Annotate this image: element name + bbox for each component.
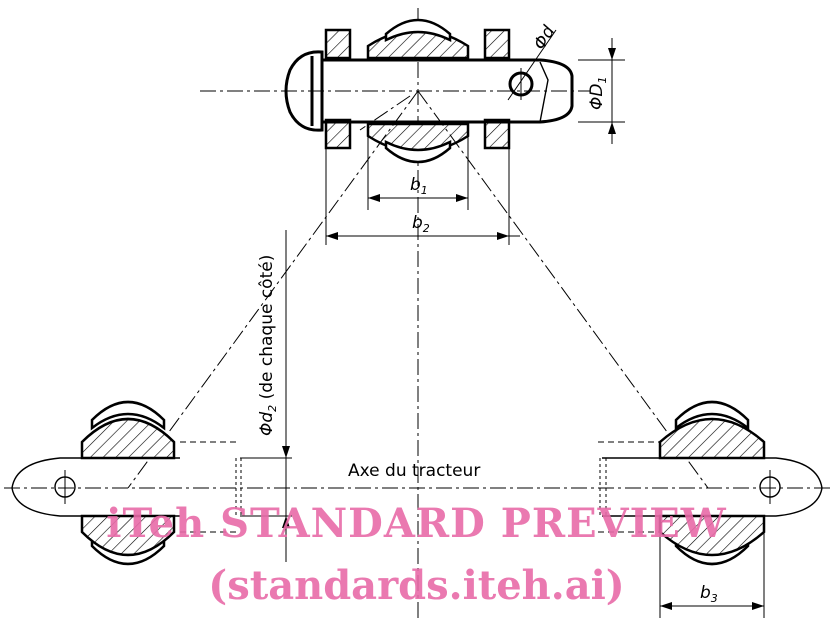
b3-dimension: b3 <box>659 532 765 618</box>
b3-subscript: 3 <box>711 592 718 605</box>
tractor-axis: Axe du tracteur <box>4 461 830 489</box>
b2-subscript: 2 <box>423 222 430 235</box>
b3-label: b <box>700 583 711 603</box>
svg-text:ΦD1: ΦD1 <box>587 77 609 110</box>
left-lower-link <box>11 400 242 566</box>
triangle-construction-lines <box>127 90 709 489</box>
phi-d-label: Φd <box>530 22 560 53</box>
phi-D1-label: ΦD <box>587 84 607 110</box>
tractor-axis-label: Axe du tracteur <box>348 461 480 481</box>
phi-d2-subscript: 2 <box>266 405 279 412</box>
phi-d2-note: (de chaque côté) <box>257 255 277 405</box>
right-lower-link <box>598 400 823 566</box>
svg-text:b2: b2 <box>412 213 430 235</box>
b1-label: b <box>410 175 421 195</box>
phi-d2-dimension: Φd2 (de chaque côté) <box>240 230 292 562</box>
b1-dimension: b1 <box>367 125 469 210</box>
b2-label: b <box>412 213 423 233</box>
b1-subscript: 1 <box>421 184 428 197</box>
phi-D1-subscript: 1 <box>596 77 609 84</box>
svg-text:b1: b1 <box>410 175 428 197</box>
phi-d2-label: Φd <box>257 412 277 436</box>
svg-text:Φd2 (de chaque côté): Φd2 (de chaque côté) <box>257 255 279 436</box>
svg-text:b3: b3 <box>700 583 718 605</box>
b2-dimension: b2 <box>325 148 520 245</box>
